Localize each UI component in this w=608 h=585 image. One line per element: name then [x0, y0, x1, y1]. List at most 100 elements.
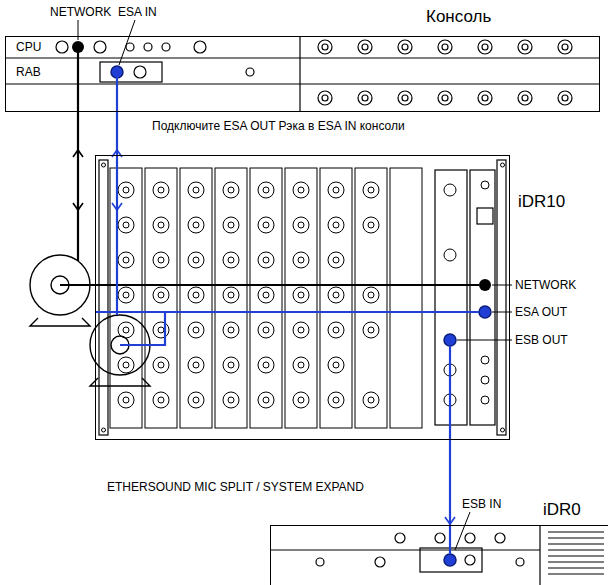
xlr-connector	[258, 322, 274, 338]
connector	[481, 396, 489, 404]
rack-details	[99, 160, 506, 435]
panel-divider	[5, 83, 300, 84]
xlr-pin	[228, 187, 234, 193]
xlr-connector	[358, 40, 372, 54]
port-label: ESB OUT	[515, 333, 568, 347]
esb-cable	[449, 525, 451, 554]
network-connector	[479, 279, 491, 291]
connector-label: Подключите ESA OUT Рэка в ESA IN консоли	[150, 119, 407, 133]
xlr-pin	[193, 187, 199, 193]
device-name: iDR10	[518, 192, 565, 212]
xlr-connector	[223, 217, 239, 233]
xlr-connector	[258, 217, 274, 233]
xlr-pin	[402, 44, 408, 50]
xlr-connector	[328, 217, 344, 233]
xlr-connector	[358, 91, 372, 105]
leader-line	[119, 20, 135, 65]
reel-stand	[30, 318, 90, 326]
port-label: NETWORK	[515, 278, 576, 292]
vent-slot	[548, 532, 604, 533]
xlr-connector	[153, 322, 169, 338]
xlr-connector	[363, 392, 379, 408]
vent-slot	[548, 568, 604, 569]
cable-connector	[445, 440, 455, 525]
xlr-pin	[193, 362, 199, 368]
xlr-pin	[228, 257, 234, 263]
xlr-connector	[223, 287, 239, 303]
power-socket	[477, 208, 493, 224]
connector	[94, 41, 106, 53]
xlr-pin	[322, 44, 328, 50]
xlr-pin	[158, 397, 164, 403]
xlr-connector	[223, 392, 239, 408]
cable-connector	[60, 112, 95, 285]
xlr-connector	[188, 252, 204, 268]
xlr-connector	[328, 357, 344, 373]
connector	[56, 41, 68, 53]
card-slot	[250, 168, 282, 428]
xlr-connector	[258, 392, 274, 408]
xlr-pin	[193, 397, 199, 403]
connector	[481, 181, 489, 189]
xlr-connector	[328, 322, 344, 338]
xlr-connector	[118, 392, 134, 408]
arrow-head	[445, 517, 455, 524]
port-label: ESA IN	[118, 5, 157, 19]
io-panel	[470, 170, 495, 425]
xlr-pin	[228, 362, 234, 368]
esb-out-connector	[444, 334, 456, 346]
card-slot	[355, 168, 387, 428]
xlr-connector	[293, 392, 309, 408]
panel-divider	[300, 57, 600, 58]
panel-divider	[299, 36, 300, 112]
xlr-pin	[228, 397, 234, 403]
xlr-pin	[333, 222, 339, 228]
connector	[144, 43, 152, 51]
xlr-connector	[153, 217, 169, 233]
esb-cable	[449, 346, 451, 440]
xlr-connector	[438, 40, 452, 54]
network-cable	[77, 47, 79, 112]
cable-line	[449, 440, 451, 525]
xlr-connector	[153, 252, 169, 268]
xlr-connector	[478, 40, 492, 54]
xlr-pin	[562, 95, 568, 101]
panel-divider	[5, 57, 300, 58]
xlr-pin	[123, 222, 129, 228]
device-name: Консоль	[426, 7, 491, 27]
card-slot	[320, 168, 352, 428]
network-cable	[95, 284, 479, 286]
xlr-connector	[258, 252, 274, 268]
arrow-head	[73, 203, 83, 210]
xlr-connector	[438, 91, 452, 105]
xlr-pin	[298, 187, 304, 193]
vent-slot	[548, 538, 604, 539]
xlr-connector	[223, 252, 239, 268]
xlr-pin	[263, 397, 269, 403]
xlr-connector	[558, 40, 572, 54]
xlr-connector	[188, 322, 204, 338]
xlr-pin	[123, 327, 129, 333]
panel-divider	[300, 83, 600, 84]
xlr-pin	[362, 44, 368, 50]
xlr-pin	[402, 95, 408, 101]
connector	[444, 249, 456, 261]
rack-hole	[102, 163, 106, 167]
xlr-pin	[368, 397, 374, 403]
xlr-connector	[328, 182, 344, 198]
xlr-connector	[318, 91, 332, 105]
xlr-connector	[153, 357, 169, 373]
xlr-connector	[258, 357, 274, 373]
connector	[194, 41, 206, 53]
xlr-connector	[363, 182, 379, 198]
xlr-connector	[188, 287, 204, 303]
xlr-pin	[263, 362, 269, 368]
xlr-connector	[293, 357, 309, 373]
xlr-pin	[158, 327, 164, 333]
esa-card	[100, 62, 162, 82]
xlr-pin	[123, 397, 129, 403]
connector	[162, 43, 170, 51]
xlr-pin	[522, 44, 528, 50]
